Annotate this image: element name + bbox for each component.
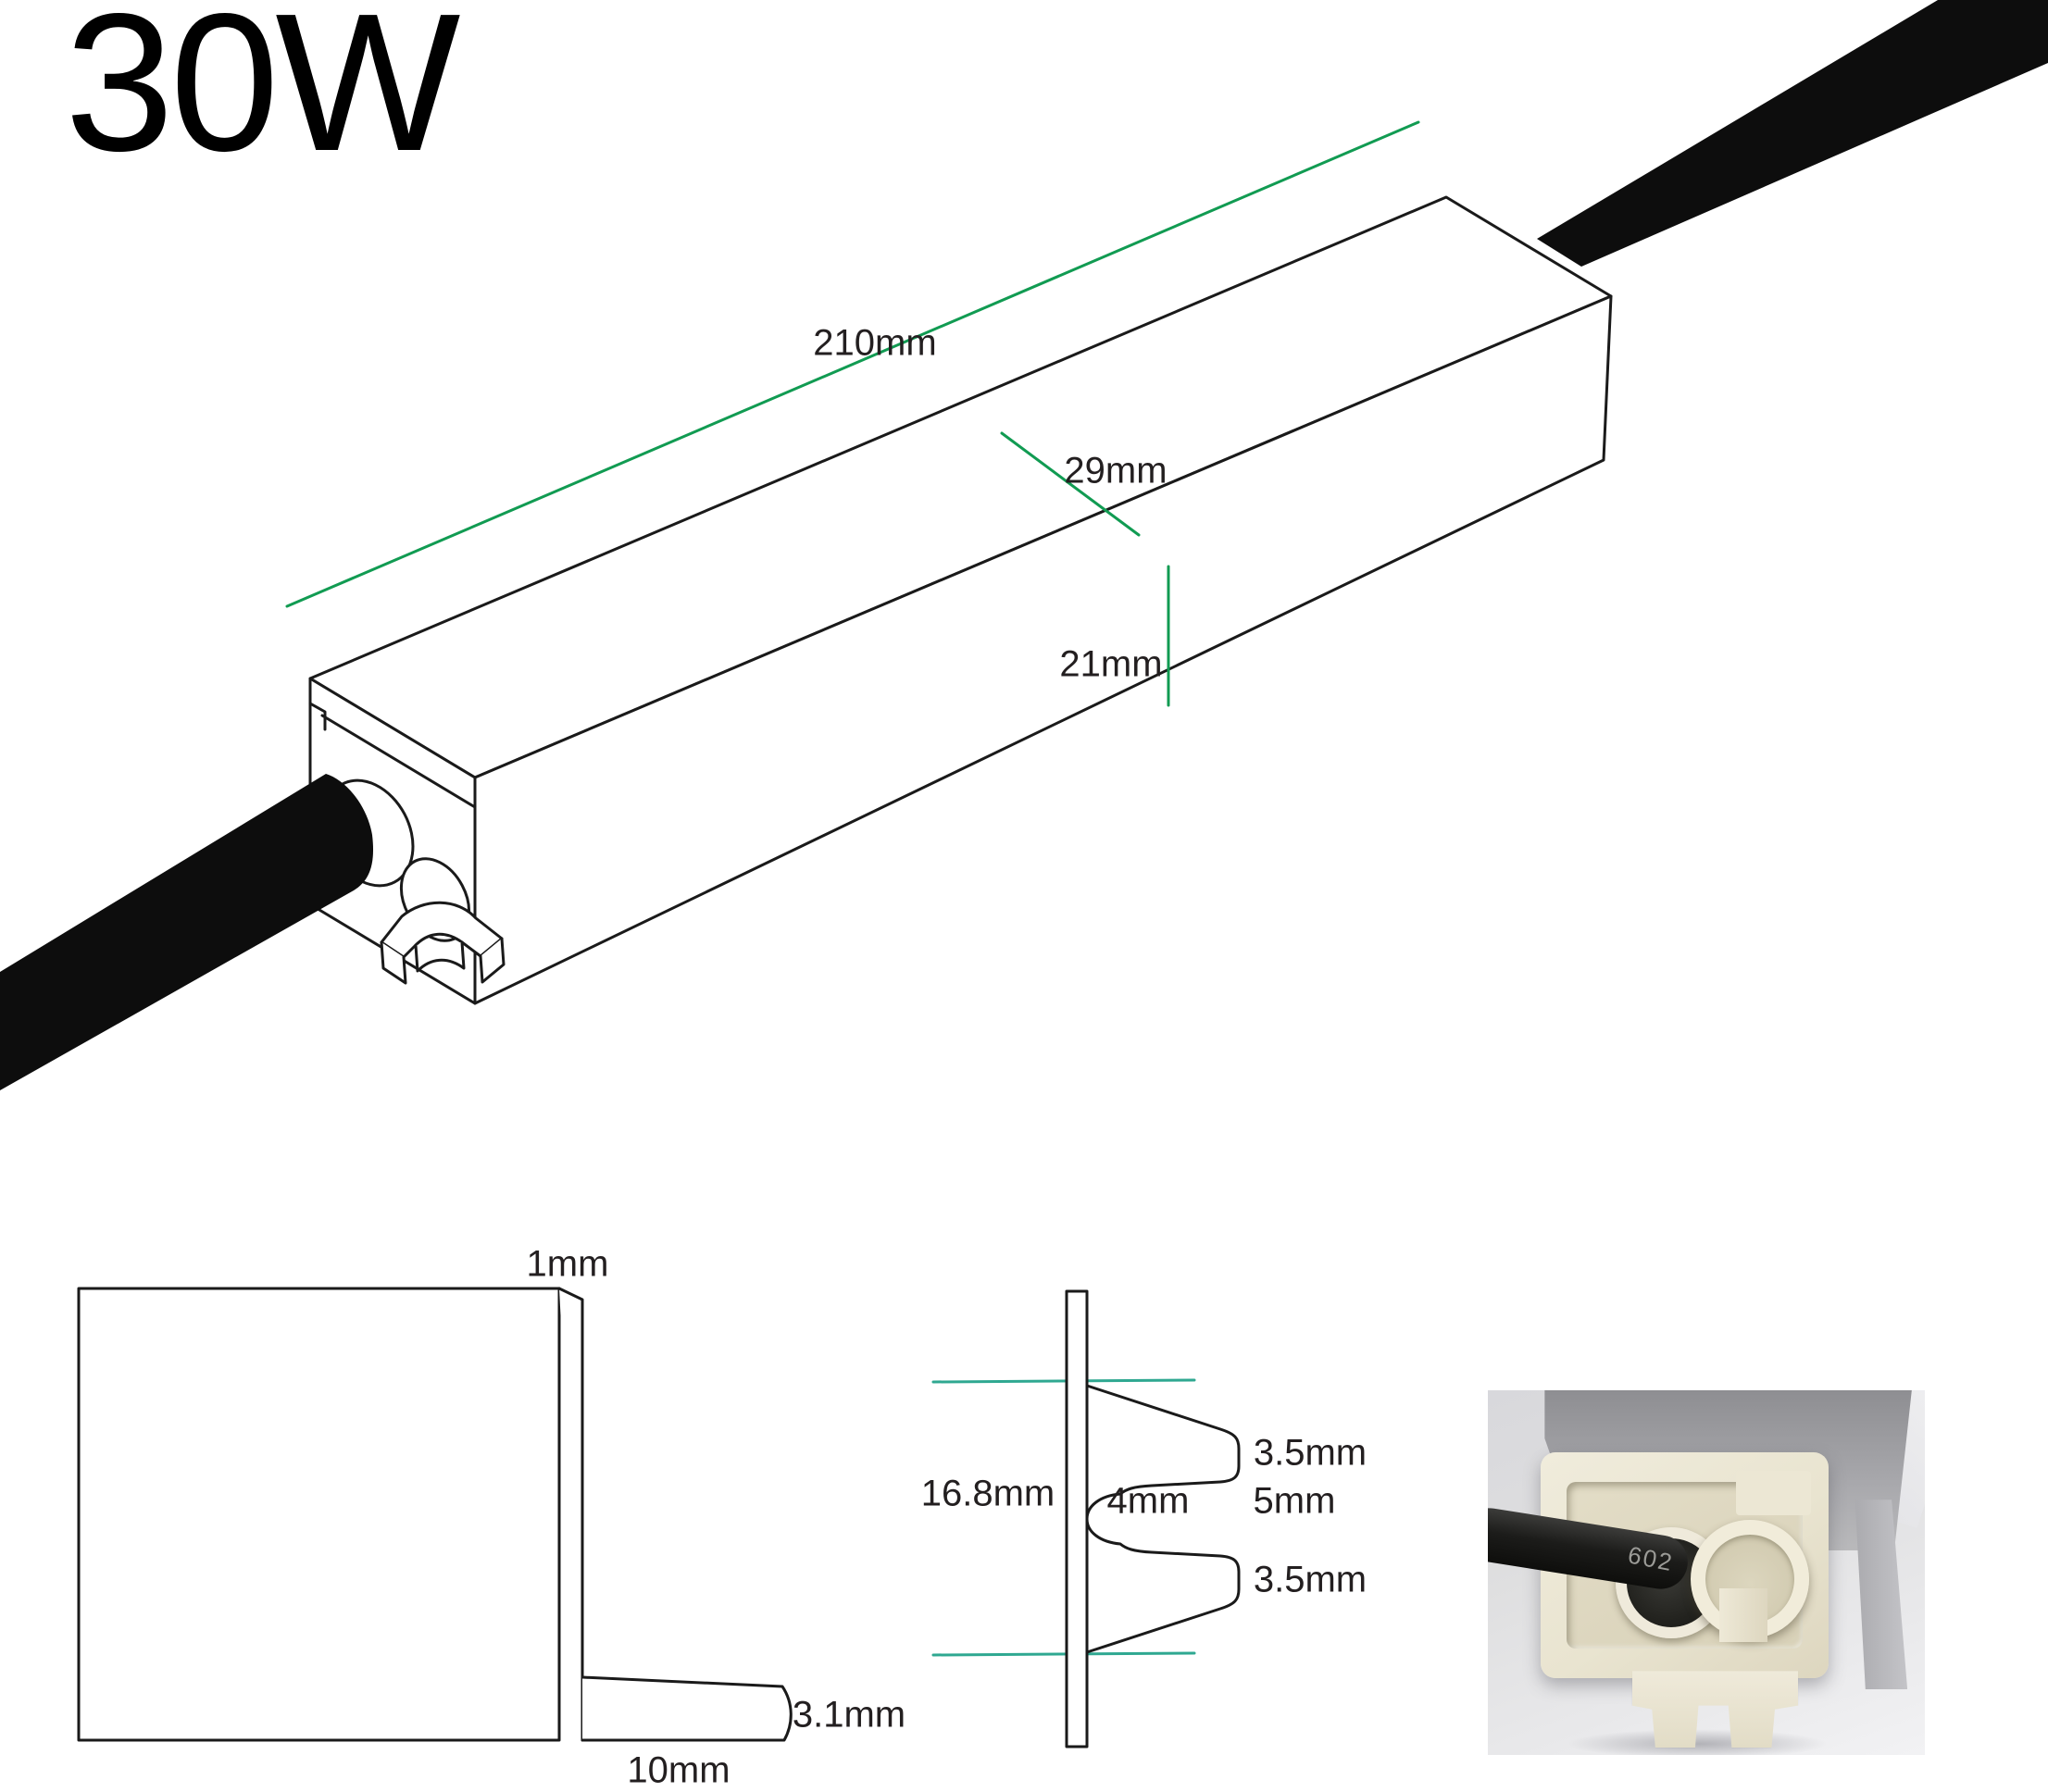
end-view-body (77, 1287, 561, 1742)
profile-top-extent-line (931, 1378, 1196, 1384)
profile-mount-plate (1065, 1289, 1089, 1748)
end-cap-rim-line (320, 714, 477, 809)
end-view-drawing (77, 1287, 793, 1742)
profile-gap-label: 5mm (1253, 1480, 1336, 1522)
photo-cable-marking: 602 (1625, 1540, 1676, 1577)
photo-gland-stem (1718, 1587, 1767, 1643)
mounting-foot (380, 901, 506, 985)
tab-length-dimension-label: 10mm (627, 1749, 731, 1791)
length-dimension-line (285, 120, 1420, 608)
photo-ground-shadow (1566, 1729, 1829, 1755)
profile-bottom-tooth-label: 3.5mm (1253, 1559, 1367, 1600)
photo-end-cap-step (1736, 1470, 1812, 1516)
profile-bottom-extent-line (931, 1651, 1196, 1657)
end-view-lip (557, 1287, 584, 1742)
isometric-driver-drawing (0, 0, 2048, 1090)
output-cable-shape (1537, 0, 2048, 267)
input-cable-shape (0, 774, 374, 1090)
profile-notch-label: 4mm (1106, 1480, 1190, 1522)
profile-height-label: 16.8mm (920, 1473, 1055, 1514)
width-dimension-line (1000, 431, 1141, 537)
iso-dimension-lines (285, 120, 1420, 707)
lip-dimension-label: 1mm (526, 1243, 609, 1285)
height-dimension-label: 21mm (1059, 643, 1163, 685)
end-cap-lip-notch (308, 702, 327, 731)
tab-thickness-dimension-label: 3.1mm (792, 1694, 906, 1736)
width-dimension-label: 29mm (1064, 450, 1168, 492)
end-view-tab (581, 1675, 793, 1742)
clip-profile-drawing (931, 1289, 1241, 1748)
product-photo: 602 (1488, 1390, 1925, 1755)
photo-aluminum-side (1854, 1500, 1908, 1690)
profile-top-tooth-label: 3.5mm (1253, 1432, 1367, 1474)
length-dimension-label: 210mm (813, 322, 937, 364)
page-title: 30W (65, 0, 460, 192)
